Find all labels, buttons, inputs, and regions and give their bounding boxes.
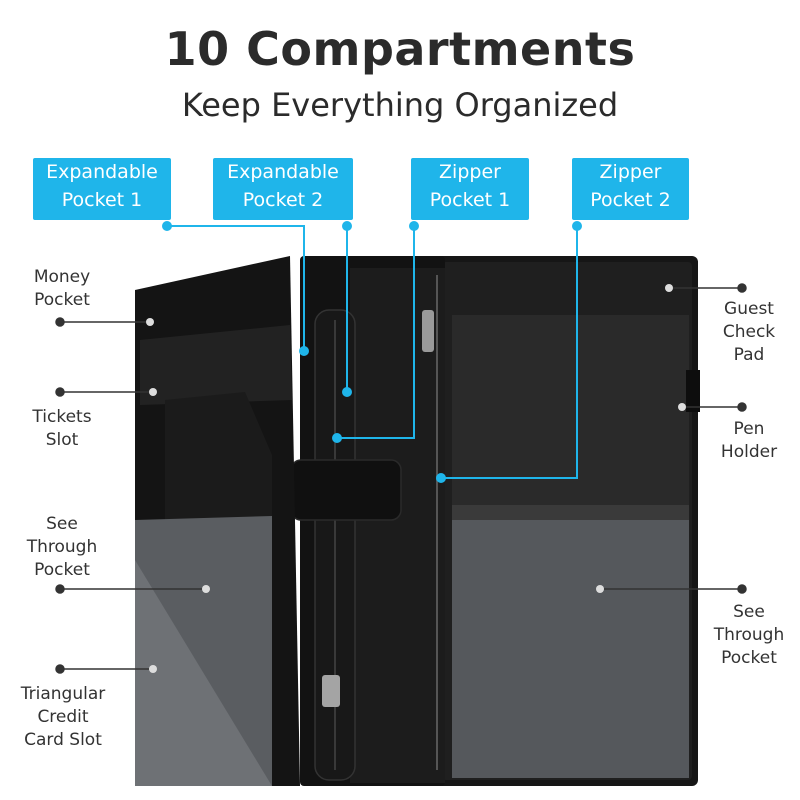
badge-line: Expandable xyxy=(227,161,339,183)
badge-line: Pocket 2 xyxy=(590,189,671,211)
label-tickets-slot: Tickets Slot xyxy=(14,406,110,452)
badge-line: Zipper xyxy=(439,161,501,183)
badge-line: Expandable xyxy=(46,161,158,183)
badge-zipper-pocket-2: Zipper Pocket 2 xyxy=(572,158,689,220)
label-line: Card Slot xyxy=(24,730,102,750)
badge-expandable-pocket-1: Expandable Pocket 1 xyxy=(33,158,171,220)
badge-line: Zipper xyxy=(599,161,662,183)
label-line: Through xyxy=(713,625,785,645)
label-guest-check-pad: Guest Check Pad xyxy=(706,298,792,367)
left-panel xyxy=(135,256,300,786)
label-see-through-pocket-right: See Through Pocket xyxy=(706,601,792,670)
badge-zipper-pocket-1: Zipper Pocket 1 xyxy=(411,158,529,220)
label-line: Pocket xyxy=(34,560,90,580)
label-line: Through xyxy=(26,537,98,557)
label-see-through-pocket-left: See Through Pocket xyxy=(14,513,110,582)
label-pen-holder: Pen Holder xyxy=(706,418,792,464)
label-line: See xyxy=(46,514,78,534)
label-line: Pad xyxy=(733,345,765,365)
badge-connectors xyxy=(162,221,582,483)
center-panel xyxy=(290,256,445,786)
badge-line: Pocket 1 xyxy=(61,189,143,211)
subheadline: Keep Everything Organized xyxy=(181,86,619,124)
label-line: See xyxy=(733,602,765,622)
label-line: Money xyxy=(33,267,91,287)
label-line: Guest xyxy=(724,299,774,319)
label-line: Holder xyxy=(720,442,778,462)
label-triangular-credit-card-slot: Triangular Credit Card Slot xyxy=(8,683,118,752)
badge-line: Pocket 1 xyxy=(429,189,511,211)
badge-line: Pocket 2 xyxy=(242,189,324,211)
label-line: Credit xyxy=(37,707,89,727)
label-line: Slot xyxy=(45,430,79,450)
badge-expandable-pocket-2: Expandable Pocket 2 xyxy=(213,158,353,220)
label-line: Pocket xyxy=(721,648,777,668)
label-line: Tickets xyxy=(32,407,92,427)
label-line: Pocket xyxy=(34,290,90,310)
label-line: Triangular xyxy=(20,684,106,704)
side-connectors xyxy=(55,283,747,674)
label-line: Check xyxy=(722,322,776,342)
right-panel xyxy=(436,256,700,786)
label-money-pocket: Money Pocket xyxy=(14,266,110,312)
headline: 10 Compartments xyxy=(164,22,636,76)
label-line: Pen xyxy=(733,419,765,439)
